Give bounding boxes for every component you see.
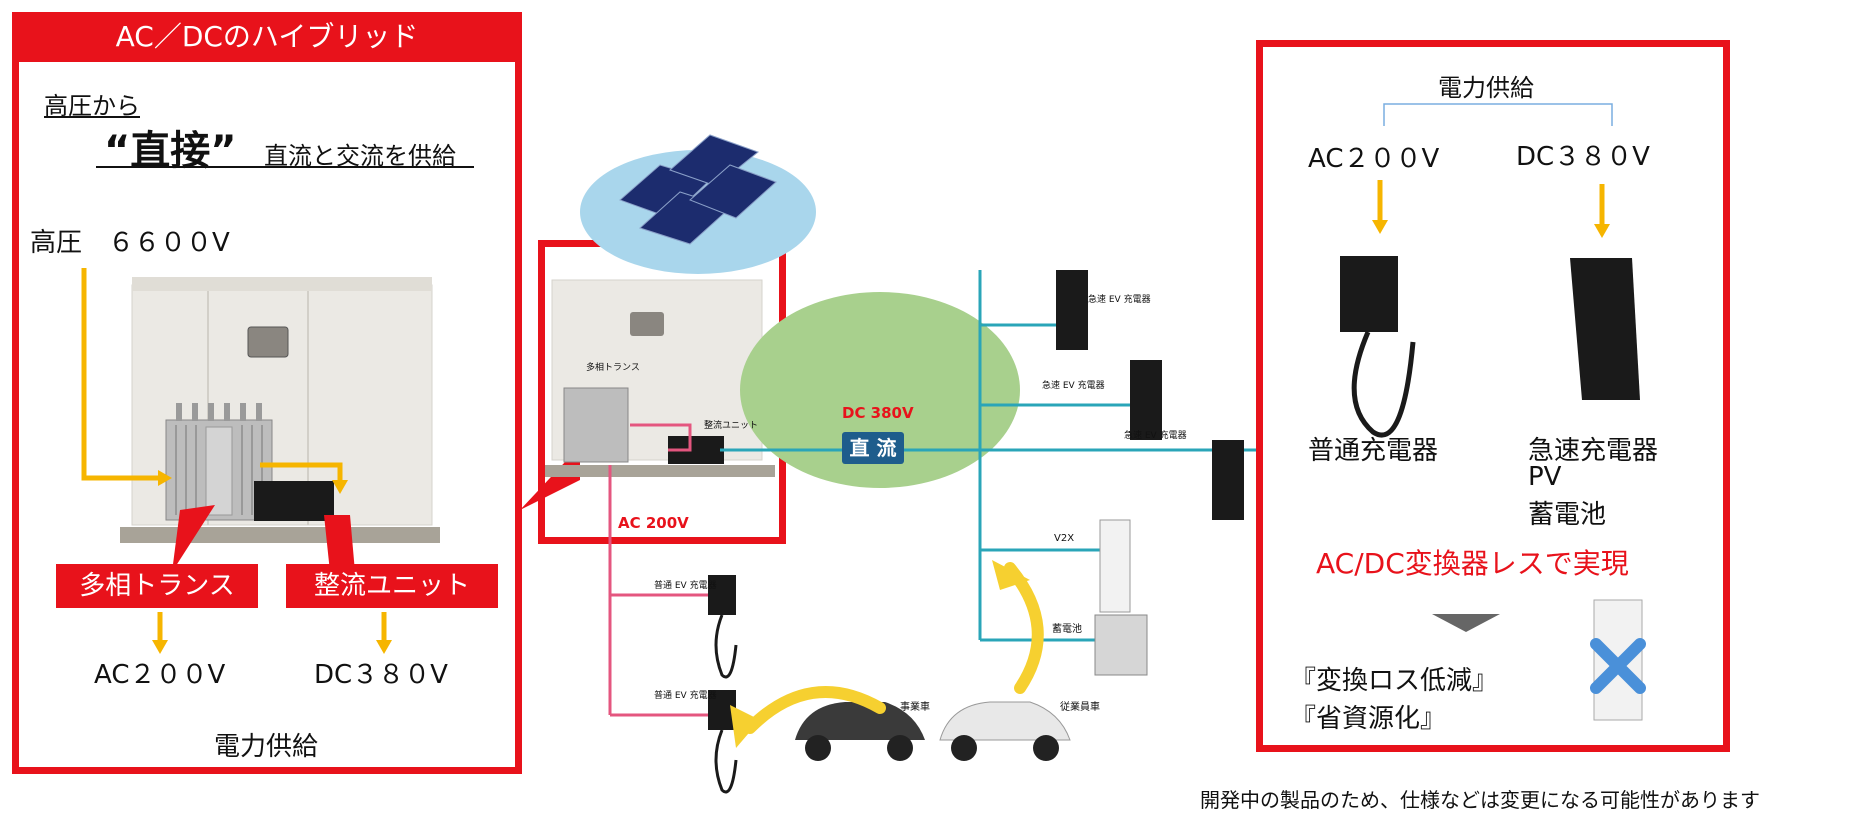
- headline-line2: 直流と交流を供給: [264, 142, 456, 170]
- right-ac: AC２００V: [1308, 144, 1440, 174]
- benefit-resources: 『省資源化』: [1290, 704, 1447, 734]
- dc-380v-label: DC 380V: [842, 404, 914, 422]
- left-output-ac: AC２００V: [94, 660, 226, 690]
- substation-illustration: [120, 277, 440, 543]
- small-transformer-label: 多相トランス: [586, 363, 640, 373]
- battery-icon: [1094, 614, 1148, 676]
- rectifier-icon: [254, 481, 334, 521]
- employee-car-icon: [939, 701, 1071, 761]
- normal-charger-label-1: 普通 EV 充電器: [654, 581, 717, 591]
- employee-car-label: 従業員車: [1060, 702, 1100, 713]
- fast-charger-icon: [1130, 360, 1162, 440]
- left-output-dc: DC３８０V: [314, 660, 448, 690]
- ac-200v-label: AC 200V: [618, 514, 689, 532]
- right-panel: [1256, 40, 1730, 752]
- right-normal-charger: 普通充電器: [1308, 436, 1439, 466]
- small-rectifier-label: 整流ユニット: [704, 421, 759, 431]
- left-flow-arrows: [81, 268, 392, 654]
- fast-charger-label-1: 急速 EV 充電器: [1088, 295, 1151, 305]
- right-fast-line-2: PV: [1528, 462, 1562, 492]
- fast-charger-icon: [1056, 270, 1088, 350]
- tag-multiphase-transformer: 多相トランス: [56, 564, 258, 608]
- right-power-supply: 電力供給: [1438, 74, 1534, 102]
- v2x-icon: [1099, 519, 1131, 613]
- battery-label: 蓄電池: [1052, 624, 1082, 635]
- footer-note: 開発中の製品のため、仕様などは変更になる可能性があります: [1200, 788, 1760, 812]
- fast-charger-label-2: 急速 EV 充電器: [1042, 381, 1105, 391]
- business-car-icon: [795, 702, 925, 761]
- business-car-label: 事業車: [900, 702, 930, 713]
- right-dc: DC３８０V: [1516, 142, 1650, 172]
- headline-line1: 高圧から: [44, 92, 140, 120]
- normal-charger-icon: [708, 575, 736, 615]
- fast-charger-icon: [1570, 258, 1640, 400]
- fast-charger-label-3: 急速 EV 充電器: [1124, 431, 1187, 441]
- dc-badge: 直 流: [842, 432, 904, 464]
- converter-less-text: AC/DC変換器レスで実現: [1316, 547, 1629, 580]
- left-power-supply: 電力供給: [214, 732, 319, 762]
- ev-station-label: EV ステーション: [1060, 462, 1177, 480]
- benefit-loss: 『変換ロス低減』: [1290, 666, 1499, 696]
- solar-panel-label: 太陽光 パネル: [992, 209, 1034, 243]
- headline-underline: [96, 166, 474, 168]
- transformer-icon: [165, 403, 273, 521]
- right-fast-line-1: 急速充電器: [1528, 436, 1659, 466]
- hv-label: 高圧 ６６００V: [30, 228, 230, 258]
- fast-charger-icon: [1212, 440, 1244, 520]
- normal-charger-label-2: 普通 EV 充電器: [654, 691, 717, 701]
- left-panel-header: AC／DCのハイブリッド: [12, 12, 522, 62]
- network-diagram: [545, 134, 1260, 794]
- converter-cabinet-icon: [1593, 599, 1643, 721]
- right-fast-line-3: 蓄電池: [1528, 500, 1607, 530]
- tag-rectifier-unit: 整流ユニット: [286, 564, 498, 608]
- right-flow-graphics: [1340, 103, 1646, 721]
- v2x-label: V2X: [1054, 533, 1075, 544]
- normal-charger-icon: [1340, 256, 1398, 332]
